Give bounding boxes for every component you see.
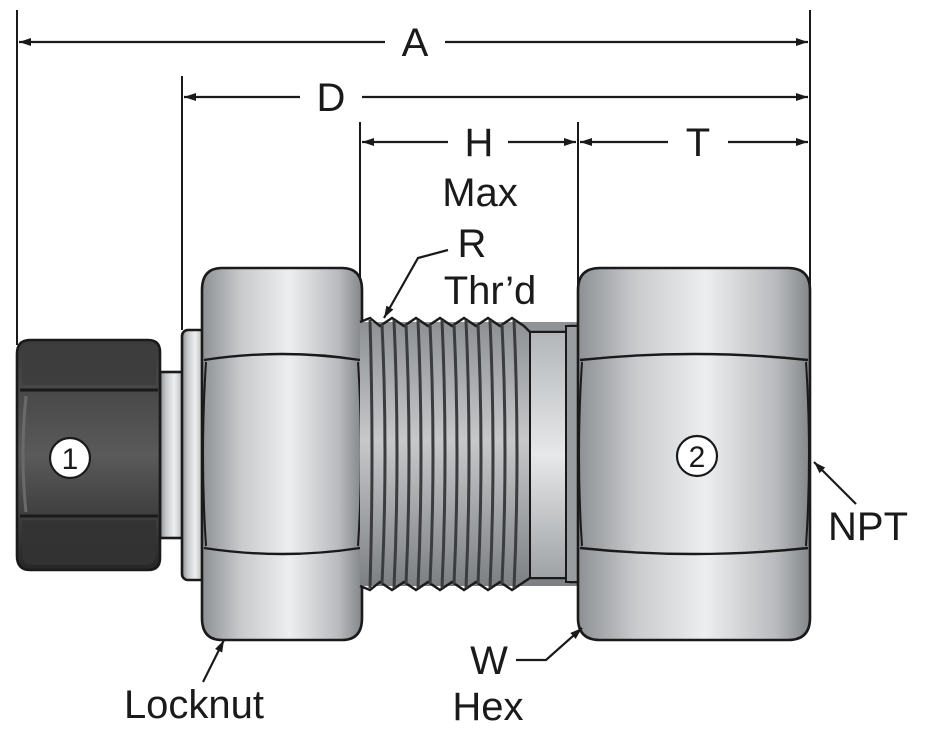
item-number-2: 2	[689, 441, 706, 474]
callout-r-thread: R Thr’d	[383, 222, 537, 319]
tube-nut-part-1	[15, 338, 188, 572]
dimension-d-label: D	[317, 76, 346, 120]
dimension-d: D	[184, 76, 808, 120]
item-number-1: 1	[62, 443, 79, 476]
callout-w-label: W	[470, 639, 508, 683]
extension-lines	[16, 10, 811, 345]
item-balloon-1: 1	[48, 436, 92, 480]
callout-locknut: Locknut	[124, 639, 264, 727]
callout-npt: NPT	[813, 461, 908, 549]
dimension-a-label: A	[402, 21, 429, 65]
hex-body-left	[200, 266, 364, 642]
callout-r-note: Thr’d	[444, 269, 537, 313]
dimension-h-label: H	[465, 121, 494, 165]
callout-w-hex: W Hex	[452, 627, 583, 729]
dimension-h: H Max	[362, 121, 576, 215]
callout-w-note: Hex	[452, 685, 523, 729]
dimension-t: T	[580, 121, 808, 165]
callout-r-label: R	[458, 222, 487, 266]
dimension-t-label: T	[686, 121, 710, 165]
dimension-a: A	[19, 21, 808, 65]
item-balloon-2: 2	[675, 434, 719, 478]
callout-npt-label: NPT	[828, 505, 908, 549]
threaded-section	[359, 316, 581, 592]
callout-locknut-label: Locknut	[124, 683, 264, 727]
dimension-h-note: Max	[442, 171, 518, 215]
